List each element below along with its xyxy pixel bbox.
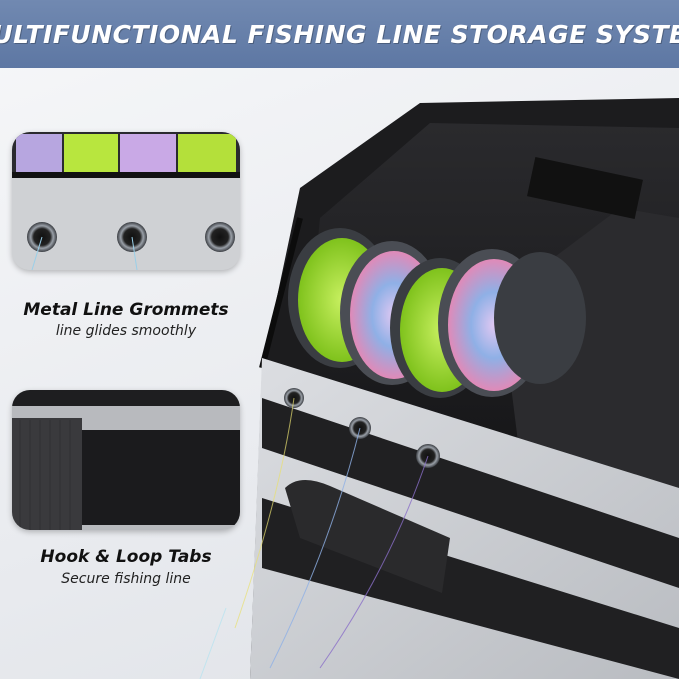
feature-title-grommets: Metal Line Grommets [23,300,229,320]
spool-group [288,228,586,398]
grommet-closeup [12,132,240,270]
velcro-closeup [12,390,240,530]
banner-title: MULTIFUNCTIONAL FISHING LINE STORAGE SYS… [0,19,679,49]
feature-subtitle-grommets: line glides smoothly [55,323,197,339]
banner: MULTIFUNCTIONAL FISHING LINE STORAGE SYS… [0,0,679,68]
velcro-closeup-image [12,390,240,530]
feature-subtitle-hook-loop: Secure fishing line [61,571,191,587]
grommet-closeup-image [12,132,240,270]
feature-title-hook-loop: Hook & Loop Tabs [40,547,212,567]
bag-photo [199,98,679,679]
